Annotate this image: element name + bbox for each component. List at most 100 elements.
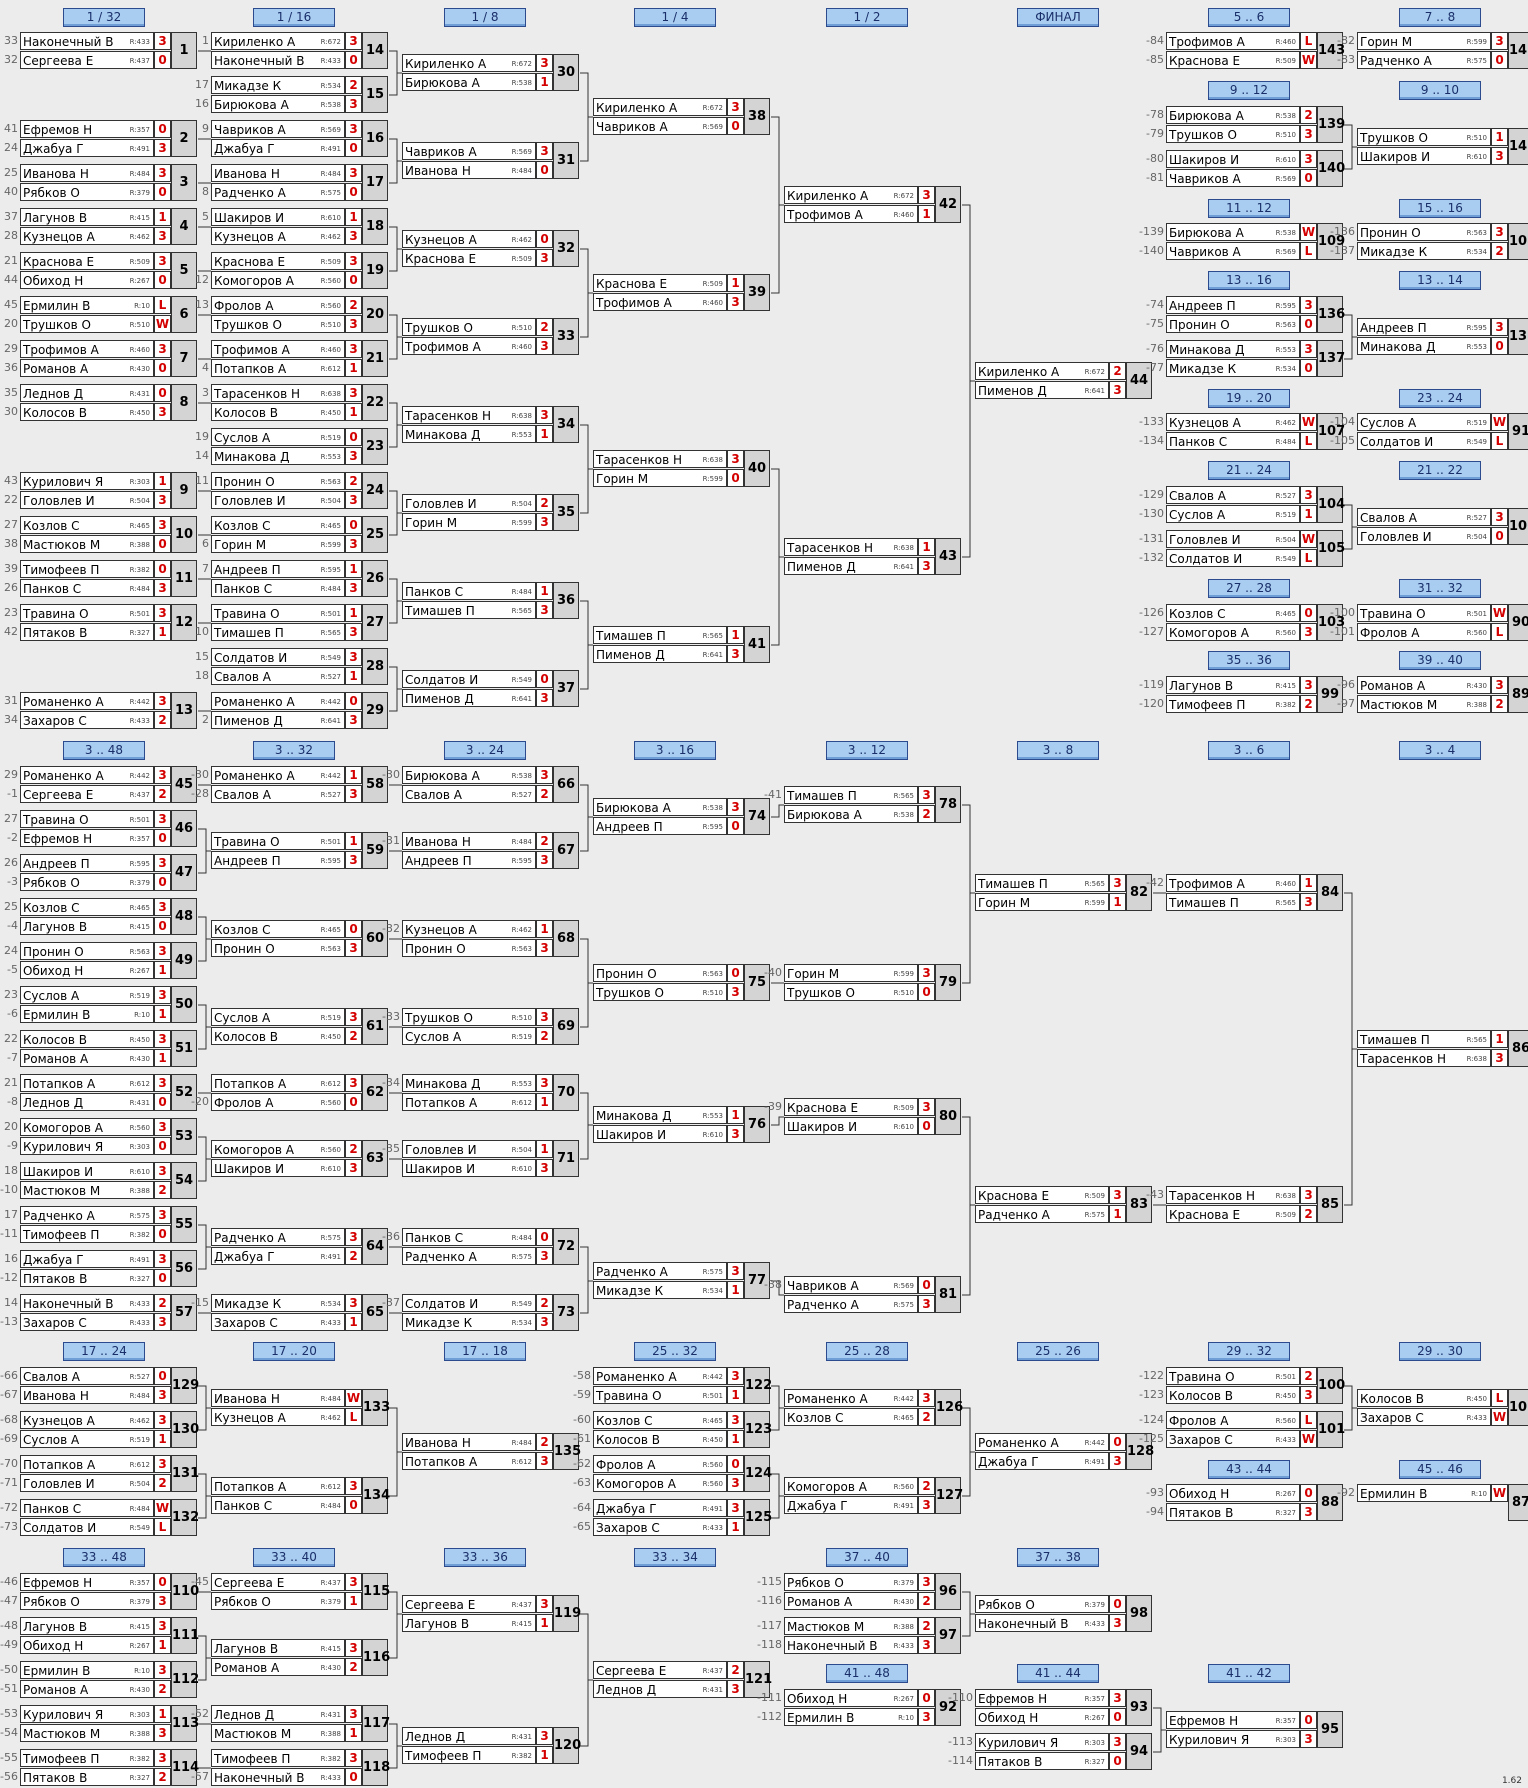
- round-header[interactable]: 3 .. 6: [1208, 741, 1290, 760]
- round-header[interactable]: 1 / 4: [634, 8, 716, 27]
- round-header[interactable]: 3 .. 16: [634, 741, 716, 760]
- round-header[interactable]: 33 .. 48: [63, 1548, 145, 1567]
- round-header[interactable]: 33 .. 40: [253, 1548, 335, 1567]
- round-header[interactable]: 3 .. 48: [63, 741, 145, 760]
- round-header[interactable]: 1 / 16: [253, 8, 335, 27]
- round-header[interactable]: 19 .. 20: [1208, 389, 1290, 408]
- round-header[interactable]: 1 / 2: [826, 8, 908, 27]
- round-header[interactable]: 1 / 32: [63, 8, 145, 27]
- round-header[interactable]: 25 .. 26: [1017, 1342, 1099, 1361]
- round-header[interactable]: 3 .. 8: [1017, 741, 1099, 760]
